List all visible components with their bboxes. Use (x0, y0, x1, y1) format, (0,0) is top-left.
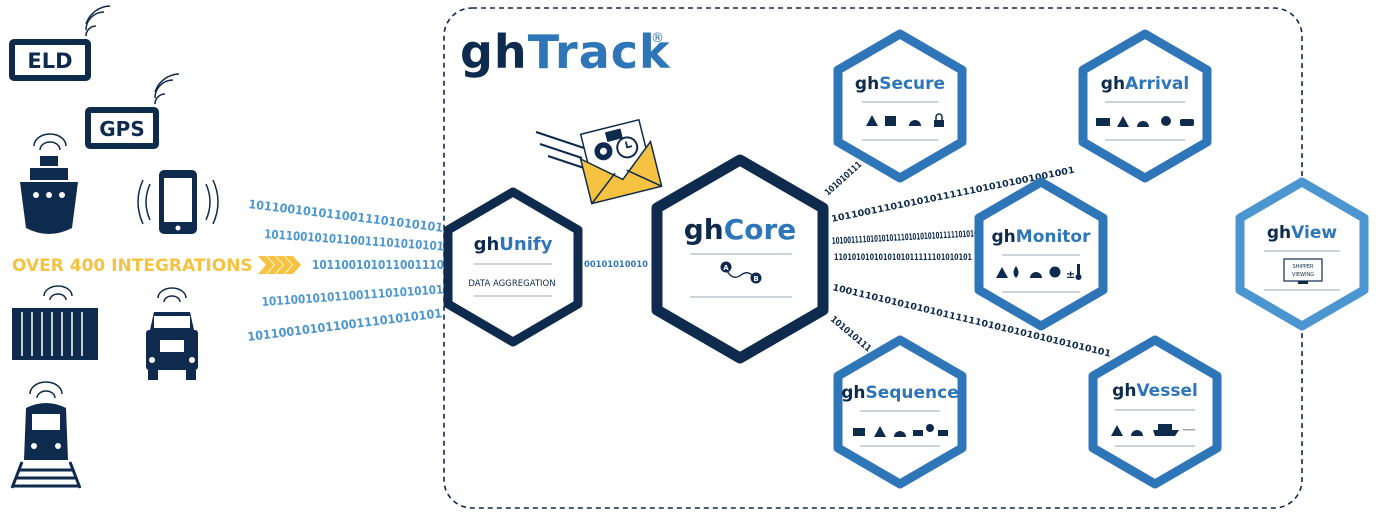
truck-pin-icon (1096, 118, 1110, 126)
link-core-monitor-upper: 101001111010101011101010101011111010101 (832, 229, 982, 247)
ghsequence-icons (853, 424, 948, 437)
ghcore-node: ghCore A B (651, 154, 829, 364)
route-icon: A B (720, 261, 762, 284)
car-icon (1180, 119, 1194, 126)
ghsequence-title: ghSequence (841, 383, 959, 403)
container-icon (12, 285, 98, 360)
drop-icon (1013, 266, 1019, 278)
svg-text:GPS: GPS (99, 117, 144, 141)
truck-icon-small (913, 430, 923, 436)
svg-text:A: A (723, 264, 729, 272)
ghview-title: ghView (1267, 223, 1337, 243)
warning-icon (874, 426, 886, 437)
alarm-icon (1137, 121, 1149, 127)
cargo-ship-icon (1153, 430, 1179, 436)
ghmonitor-icons: ± (996, 264, 1082, 281)
truck-icon-small-2 (938, 430, 948, 436)
weather-icon (1161, 116, 1171, 126)
alarm-icon (894, 431, 906, 437)
svg-text:B: B (753, 275, 758, 283)
link-core-monitor: 1101010101010101011111101010101 (834, 253, 972, 263)
link-core-sequence: 101010111 (828, 315, 873, 355)
warning-icon (1117, 116, 1129, 127)
registered-mark: ® (651, 31, 664, 46)
gps-icon: GPS (85, 73, 180, 149)
ghunify-node: ghUnify DATA AGGREGATION (443, 187, 583, 347)
alarm-icon (1131, 430, 1143, 436)
svg-text:SHIPPER: SHIPPER (1292, 264, 1314, 270)
ghmonitor-node: ghMonitor ± (974, 177, 1108, 331)
map-icon (885, 116, 896, 126)
link-unify-core: 00101010010 (584, 260, 648, 270)
ghvessel-node: ghVessel (1088, 335, 1222, 489)
train-icon (10, 381, 82, 489)
ghunify-title: ghUnify (474, 234, 553, 255)
eld-icon: ELD (9, 5, 111, 81)
warning-icon (866, 115, 878, 126)
integrations-label: OVER 400 INTEGRATIONS (12, 256, 253, 276)
phone-icon (137, 170, 219, 234)
monitor-screen-icon: SHIPPER VIEWING (1283, 258, 1323, 284)
warning-icon (996, 267, 1008, 278)
link-core-secure: 101010111 (823, 160, 864, 198)
ghcore-title: ghCore (684, 213, 797, 246)
gharrival-icons (1096, 116, 1194, 127)
binary-stream-3: 101100101011001110 (312, 258, 444, 272)
chevrons-icon (258, 256, 301, 274)
plus-minus-icon: ± (1066, 268, 1075, 281)
gharrival-title: ghArrival (1101, 74, 1189, 94)
ghsequence-node: ghSequence (833, 335, 967, 489)
truck-icon (146, 287, 198, 380)
ship-icon (20, 133, 78, 234)
warning-icon (1111, 425, 1123, 436)
gharrival-node: ghArrival (1078, 29, 1212, 183)
platform-title: ghTrack (460, 25, 671, 79)
ghsecure-title: ghSecure (855, 74, 945, 94)
ghsecure-node: ghSecure (833, 29, 967, 183)
svg-text:ELD: ELD (27, 49, 72, 73)
svg-text:VIEWING: VIEWING (1292, 272, 1314, 278)
route-pin-icon (926, 424, 934, 432)
lock-icon (934, 120, 944, 127)
thermometer-icon (1077, 264, 1080, 276)
dashed-route-icon (1183, 429, 1195, 431)
envelope-icon (535, 118, 663, 205)
ghmonitor-title: ghMonitor (992, 227, 1092, 247)
ghview-node: ghView SHIPPER VIEWING (1235, 177, 1369, 331)
platform-boundary (443, 7, 1303, 509)
binary-stream-4: 1011001010110011101010101 (261, 282, 444, 309)
factory-icon (853, 428, 865, 436)
alarm-icon (909, 120, 921, 126)
ghvessel-icons (1111, 424, 1195, 436)
ghsecure-icons (866, 113, 944, 127)
ghunify-caption: DATA AGGREGATION (468, 279, 555, 289)
ghvessel-title: ghVessel (1112, 381, 1198, 401)
alarm-icon (1030, 272, 1042, 278)
binary-stream-5: 1011001010110011101010101 (247, 306, 443, 344)
gauge-icon (1049, 266, 1061, 278)
